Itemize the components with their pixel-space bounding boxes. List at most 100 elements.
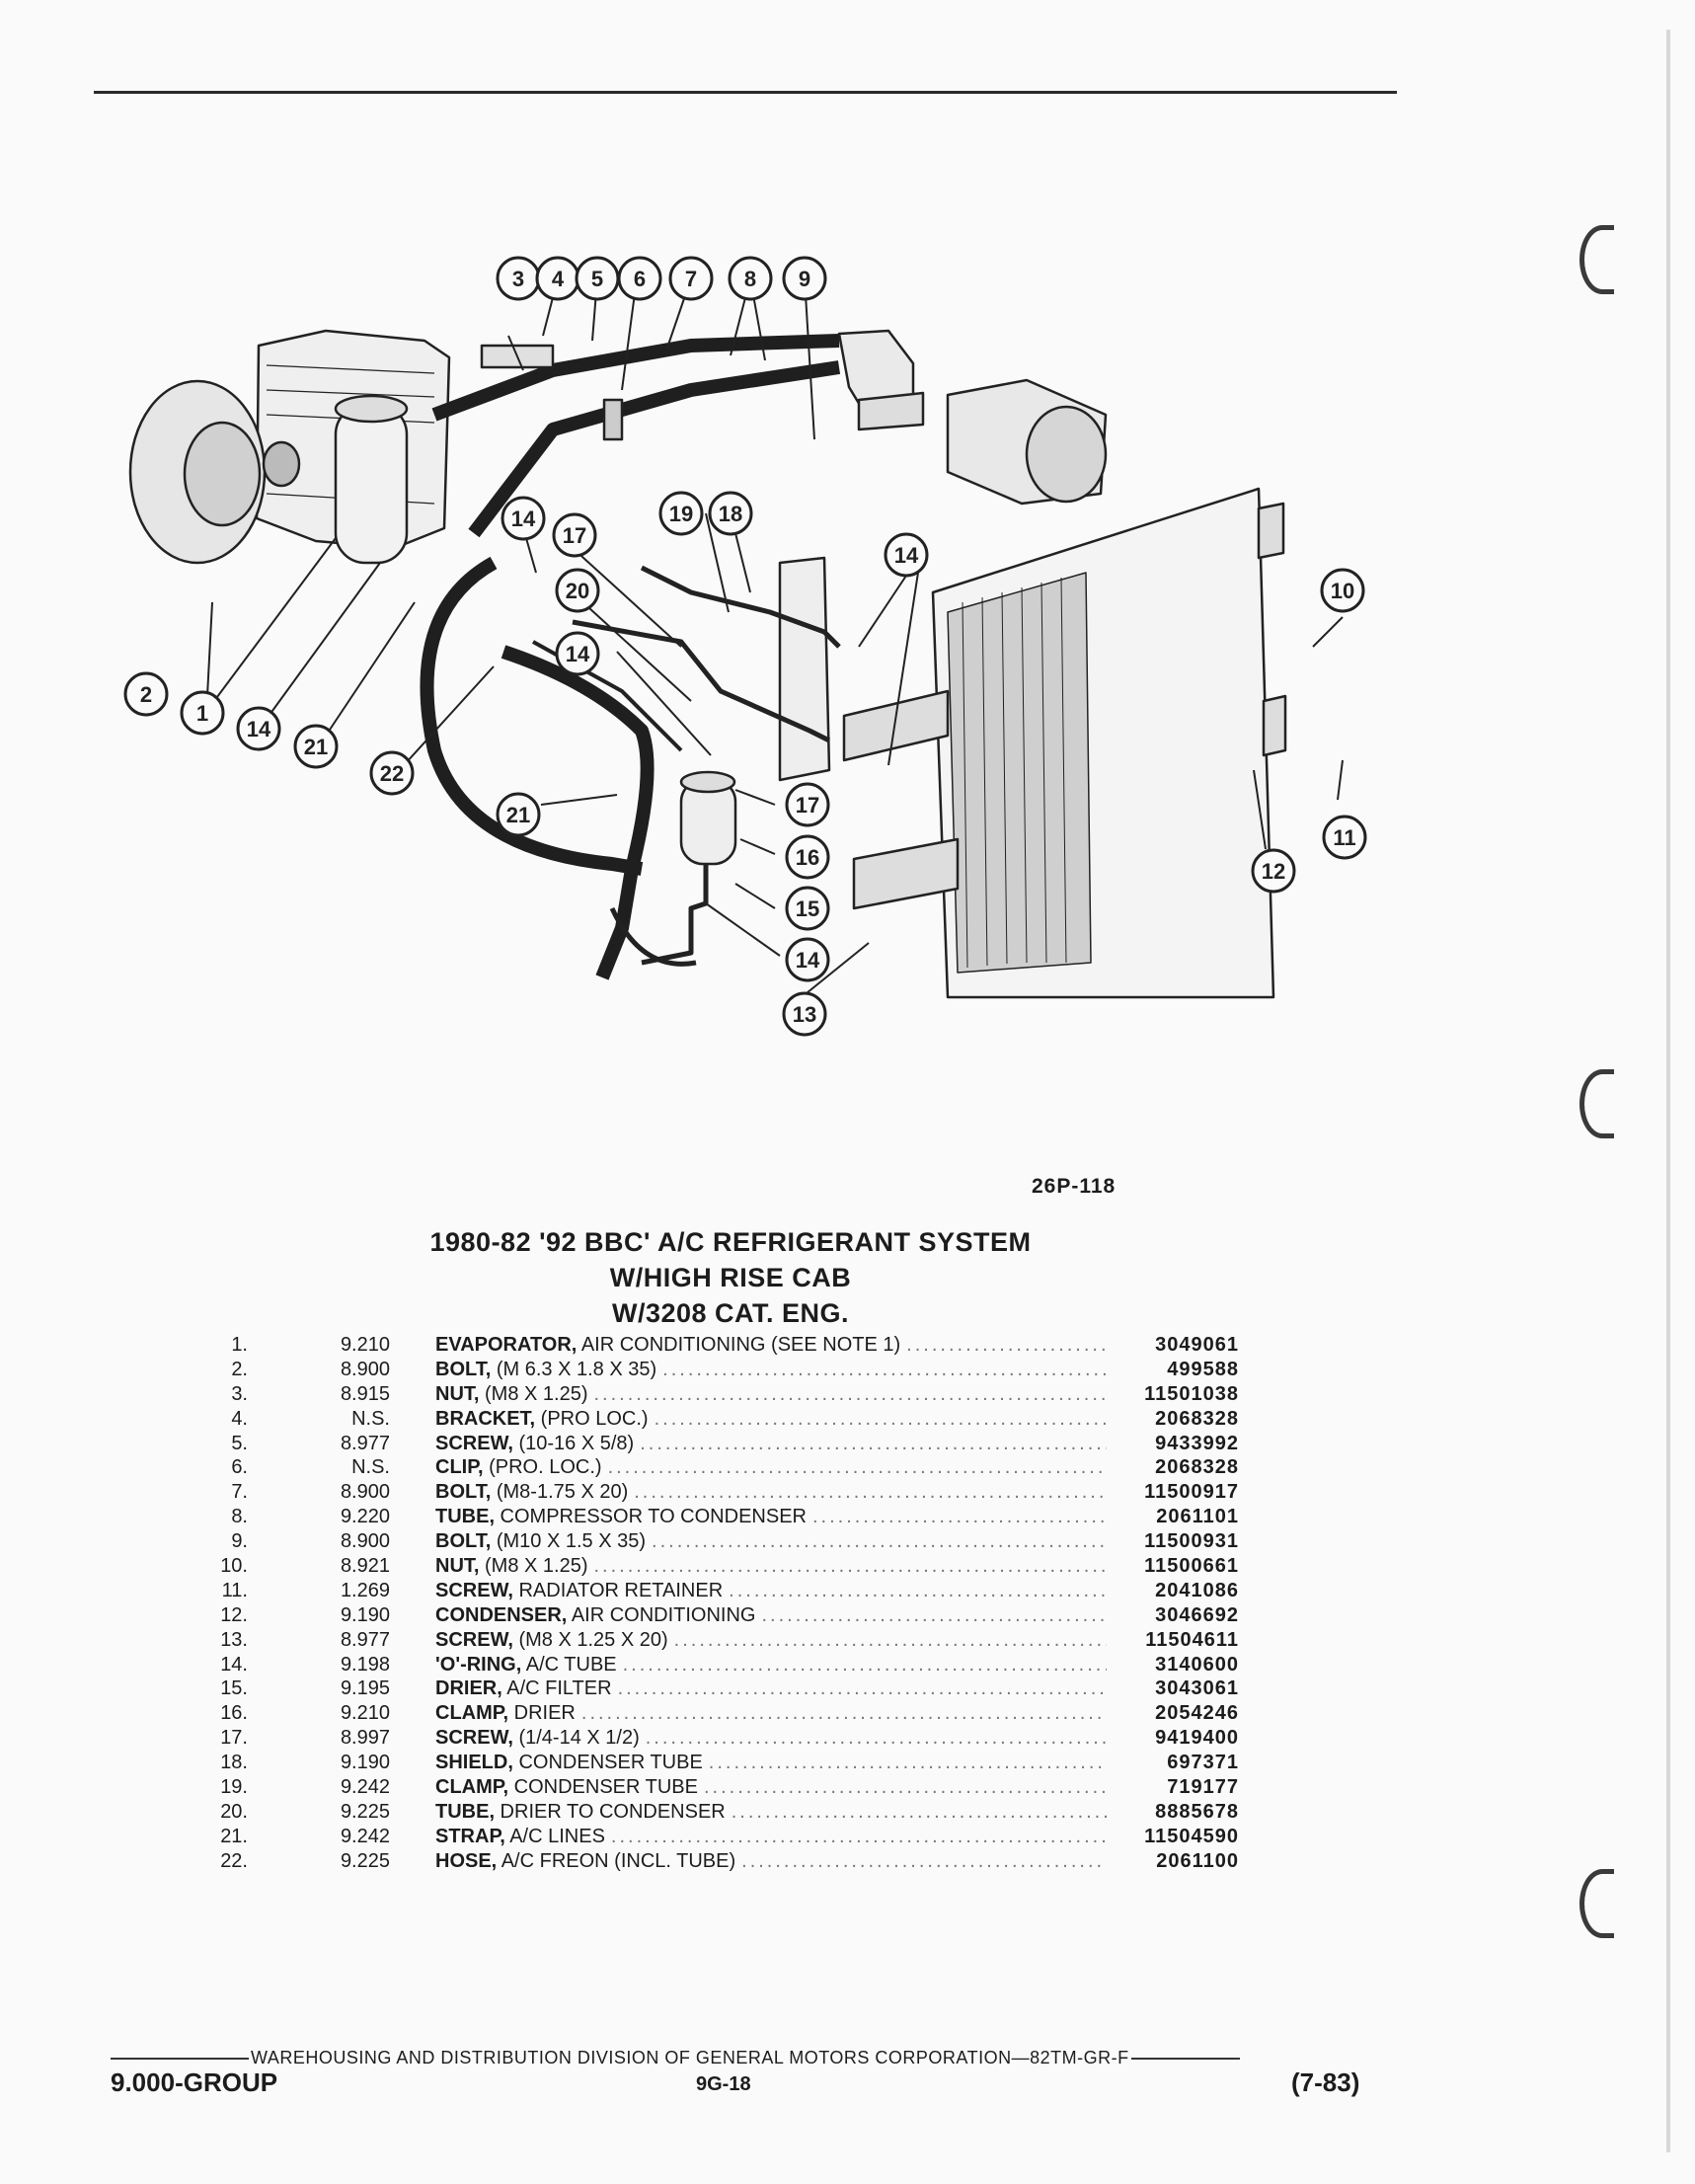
callout-17-circle [785, 782, 830, 827]
part-description: BRACKET, (PRO LOC.).....................… [435, 1407, 1107, 1432]
group-number: 8.915 [340, 1382, 390, 1405]
callout-14: 14 [247, 717, 271, 741]
item-number: 17. [220, 1727, 248, 1750]
group-number: 8.977 [340, 1628, 390, 1651]
clip-6 [602, 398, 624, 441]
callout-9-circle [782, 256, 827, 301]
part-description: TUBE, COMPRESSOR TO CONDENSER...........… [435, 1505, 1107, 1529]
callout-16-circle [785, 834, 830, 880]
part-number: 11504590 [1144, 1825, 1239, 1847]
group-number: 9.195 [340, 1677, 390, 1700]
part-name: SCREW, [435, 1579, 513, 1601]
part-number: 2061101 [1156, 1506, 1239, 1528]
callout-21-circle [293, 724, 339, 769]
part-number: 11501038 [1144, 1382, 1239, 1405]
part-name: HOSE, [435, 1849, 498, 1872]
lower-tube [609, 906, 697, 967]
leader-dots: ........................................… [634, 1481, 1107, 1504]
item-number: 6. [231, 1456, 248, 1479]
callout-7: 7 [685, 267, 697, 291]
part-description: CLAMP, DRIER............................… [435, 1701, 1107, 1726]
part-description: SCREW, RADIATOR RETAINER................… [435, 1579, 1107, 1603]
leader-dots: ........................................… [580, 1702, 1107, 1725]
part-number: 2054246 [1155, 1702, 1239, 1725]
leader-dots: ........................................… [622, 1653, 1107, 1676]
callout-11-circle [1322, 815, 1367, 860]
leader-dots: ........................................… [610, 1825, 1107, 1847]
part-number: 8885678 [1155, 1800, 1239, 1823]
part-spec: (PRO LOC.) [535, 1407, 649, 1430]
group-number: 1.269 [340, 1579, 390, 1601]
part-number: 2068328 [1155, 1456, 1239, 1479]
drier-outlet-tube [641, 864, 709, 966]
group-number: 9.225 [340, 1800, 390, 1823]
item-number: 4. [231, 1407, 248, 1430]
parts-row: 14.9.198'O'-RING, A/C TUBE..............… [202, 1653, 1239, 1677]
part-number: 9419400 [1155, 1727, 1239, 1750]
callout-15-circle [785, 886, 830, 931]
leader-dots: ........................................… [617, 1677, 1107, 1700]
callout-16: 16 [796, 845, 819, 870]
part-spec: AIR CONDITIONING [567, 1603, 756, 1626]
part-name: CLAMP, [435, 1776, 509, 1799]
part-name: DRIER, [435, 1677, 502, 1700]
item-number: 18. [220, 1752, 248, 1774]
callout-2-circle [123, 671, 169, 717]
item-number: 3. [231, 1382, 248, 1405]
part-name: CLAMP, [435, 1702, 509, 1725]
binder-edge [1666, 30, 1670, 2152]
part-number: 3140600 [1155, 1653, 1239, 1676]
part-spec: DRIER TO CONDENSER [495, 1800, 726, 1823]
leader-dots: ........................................… [593, 1555, 1108, 1578]
part-description: BOLT, (M10 X 1.5 X 35)..................… [435, 1529, 1107, 1554]
callout-14-circle [884, 532, 929, 578]
group-number: 9.220 [340, 1506, 390, 1528]
title-line-1: 1980-82 '92 BBC' A/C REFRIGERANT SYSTEM [429, 1227, 1032, 1257]
item-number: 16. [220, 1702, 248, 1725]
binder-hole-top [1579, 225, 1614, 294]
callout-21: 21 [304, 735, 328, 759]
callout-14: 14 [511, 507, 536, 531]
binder-hole-bottom [1579, 1869, 1614, 1938]
group-number: 8.900 [340, 1530, 390, 1553]
group-number: 9.225 [340, 1849, 390, 1872]
condenser-fins [947, 572, 1092, 974]
callout-22: 22 [380, 761, 404, 786]
callout-6: 6 [634, 267, 646, 291]
leader-dots: ........................................… [654, 1407, 1107, 1430]
item-number: 10. [220, 1555, 248, 1578]
part-spec: (M8 X 1.25) [479, 1555, 588, 1578]
part-name: BOLT, [435, 1358, 492, 1380]
part-name: BOLT, [435, 1530, 492, 1553]
hose-ac-freon [420, 556, 644, 876]
callout-18: 18 [719, 502, 742, 526]
part-description: SCREW, (10-16 X 5/8)....................… [435, 1432, 1107, 1456]
footer-page-number: 9G-18 [696, 2073, 751, 2095]
leader-dots: ........................................… [662, 1358, 1107, 1380]
leader-dots: ........................................… [708, 1752, 1107, 1774]
part-number: 2068328 [1155, 1407, 1239, 1430]
leader-dots: ........................................… [593, 1382, 1108, 1405]
footer-publisher: WAREHOUSING AND DISTRIBUTION DIVISION OF… [109, 2048, 1367, 2068]
part-spec: (PRO. LOC.) [483, 1456, 602, 1479]
callout-5: 5 [591, 267, 603, 291]
part-description: SCREW, (M8 X 1.25 X 20).................… [435, 1628, 1107, 1653]
leader-dots: ........................................… [731, 1800, 1107, 1823]
group-number: 9.198 [340, 1653, 390, 1676]
part-spec: A/C FREON (INCL. TUBE) [497, 1849, 736, 1872]
part-spec: (M 6.3 X 1.8 X 35) [491, 1358, 657, 1380]
part-spec: RADIATOR RETAINER [512, 1579, 724, 1601]
part-description: CLAMP, CONDENSER TUBE...................… [435, 1775, 1107, 1800]
callout-3: 3 [512, 267, 524, 291]
part-name: BOLT, [435, 1481, 492, 1504]
part-number: 11500917 [1144, 1481, 1239, 1504]
part-number: 719177 [1167, 1776, 1239, 1799]
